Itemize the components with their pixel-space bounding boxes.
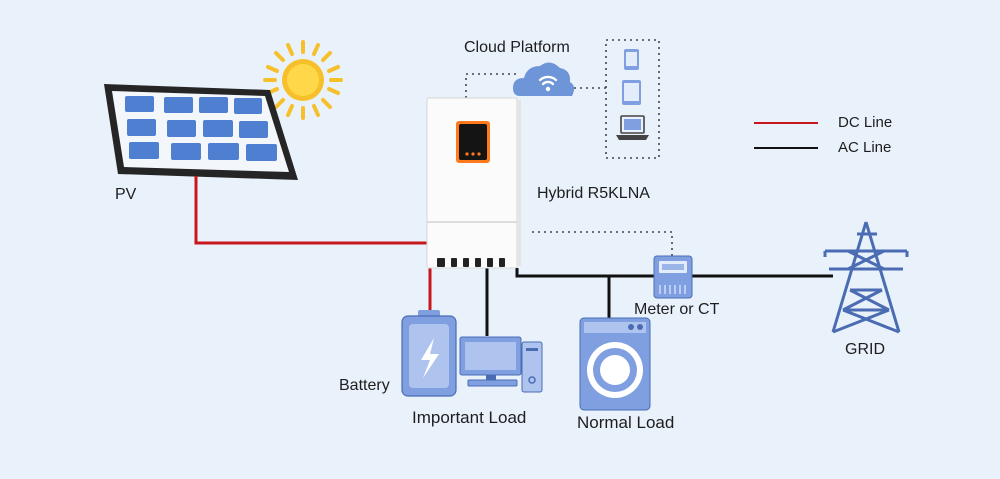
normal-load-label: Normal Load (577, 413, 675, 432)
grid-label: GRID (845, 341, 885, 358)
sun-icon (263, 40, 343, 120)
important-load-label: Important Load (412, 408, 527, 427)
computer-icon (459, 336, 543, 393)
grid-tower-icon (823, 221, 909, 334)
comm-links (465, 39, 673, 258)
meter-label: Meter or CT (634, 301, 720, 318)
ac-line-swatch (754, 147, 818, 149)
dc-lines (194, 176, 432, 316)
meter-icon (653, 255, 693, 299)
ac-line-label: AC Line (838, 139, 892, 156)
phone-icon (624, 49, 639, 70)
inverter-icon (426, 97, 521, 269)
inverter-label: Hybrid R5KLNA (537, 185, 650, 202)
laptop-icon (616, 115, 649, 140)
dc-line-label: DC Line (838, 114, 893, 131)
washing-machine-icon (579, 317, 651, 411)
cloud-platform-label: Cloud Platform (464, 39, 570, 56)
solar-panel-icon (104, 84, 298, 180)
battery-label: Battery (339, 377, 390, 394)
cloud-icon (513, 62, 575, 96)
dc-line-swatch (754, 122, 818, 124)
pv-label: PV (115, 186, 137, 203)
tablet-icon (622, 80, 641, 105)
battery-icon (401, 310, 457, 397)
ac-lines (485, 268, 833, 336)
